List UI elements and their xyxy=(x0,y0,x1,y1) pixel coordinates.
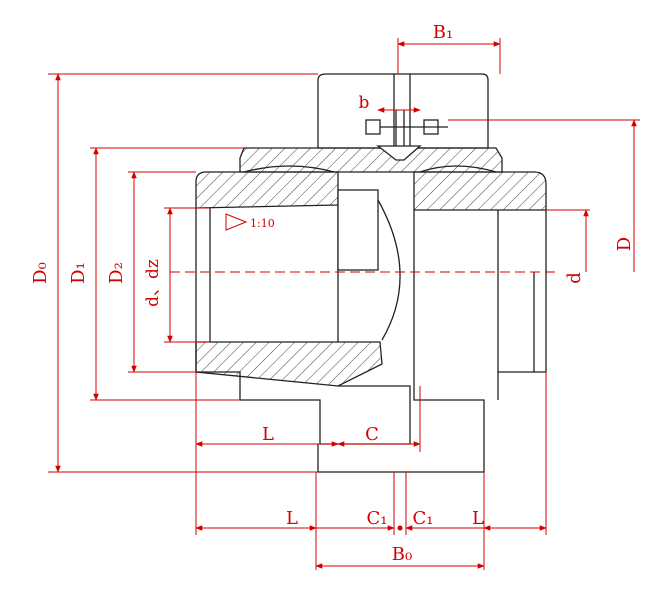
center-dot xyxy=(397,525,403,531)
label-l-top: L xyxy=(262,424,274,445)
coupling-body xyxy=(195,73,547,473)
label-d-dz: d、dz xyxy=(143,259,163,307)
label-d-large: D xyxy=(614,237,635,251)
bolt-support xyxy=(376,145,422,161)
label-d2: D₂ xyxy=(106,262,127,284)
bolt-stem xyxy=(395,110,405,146)
bolt-head-left xyxy=(365,119,381,135)
taper-triangle xyxy=(225,213,248,231)
label-taper: 1:10 xyxy=(250,217,275,230)
label-c1-right: C₁ xyxy=(413,508,434,529)
right-bore xyxy=(497,210,535,372)
right-hub-top xyxy=(413,171,547,211)
label-l-bottom-right: L xyxy=(472,508,484,529)
left-hub-top xyxy=(195,171,339,209)
key-curve xyxy=(377,199,401,341)
left-hub-body xyxy=(195,208,411,445)
right-sleeve xyxy=(317,210,485,473)
label-b1: B₁ xyxy=(433,22,453,43)
label-l-bottom-left: L xyxy=(286,508,298,529)
label-b: b xyxy=(359,93,370,113)
left-seat-arc xyxy=(243,165,335,173)
dimensions xyxy=(48,38,640,570)
label-c: C xyxy=(365,424,379,445)
label-c1-left: C₁ xyxy=(367,508,388,529)
right-seat-arc xyxy=(419,165,497,173)
label-d1: D₁ xyxy=(68,262,89,284)
key-block xyxy=(337,189,379,271)
top-flange xyxy=(317,73,489,149)
left-hub-bottom xyxy=(195,341,383,387)
label-d0: D₀ xyxy=(30,262,51,284)
label-b0: B₀ xyxy=(392,544,412,565)
right-hub-body xyxy=(497,210,547,400)
label-d-small: d xyxy=(564,272,585,284)
cover-ring xyxy=(239,147,503,173)
